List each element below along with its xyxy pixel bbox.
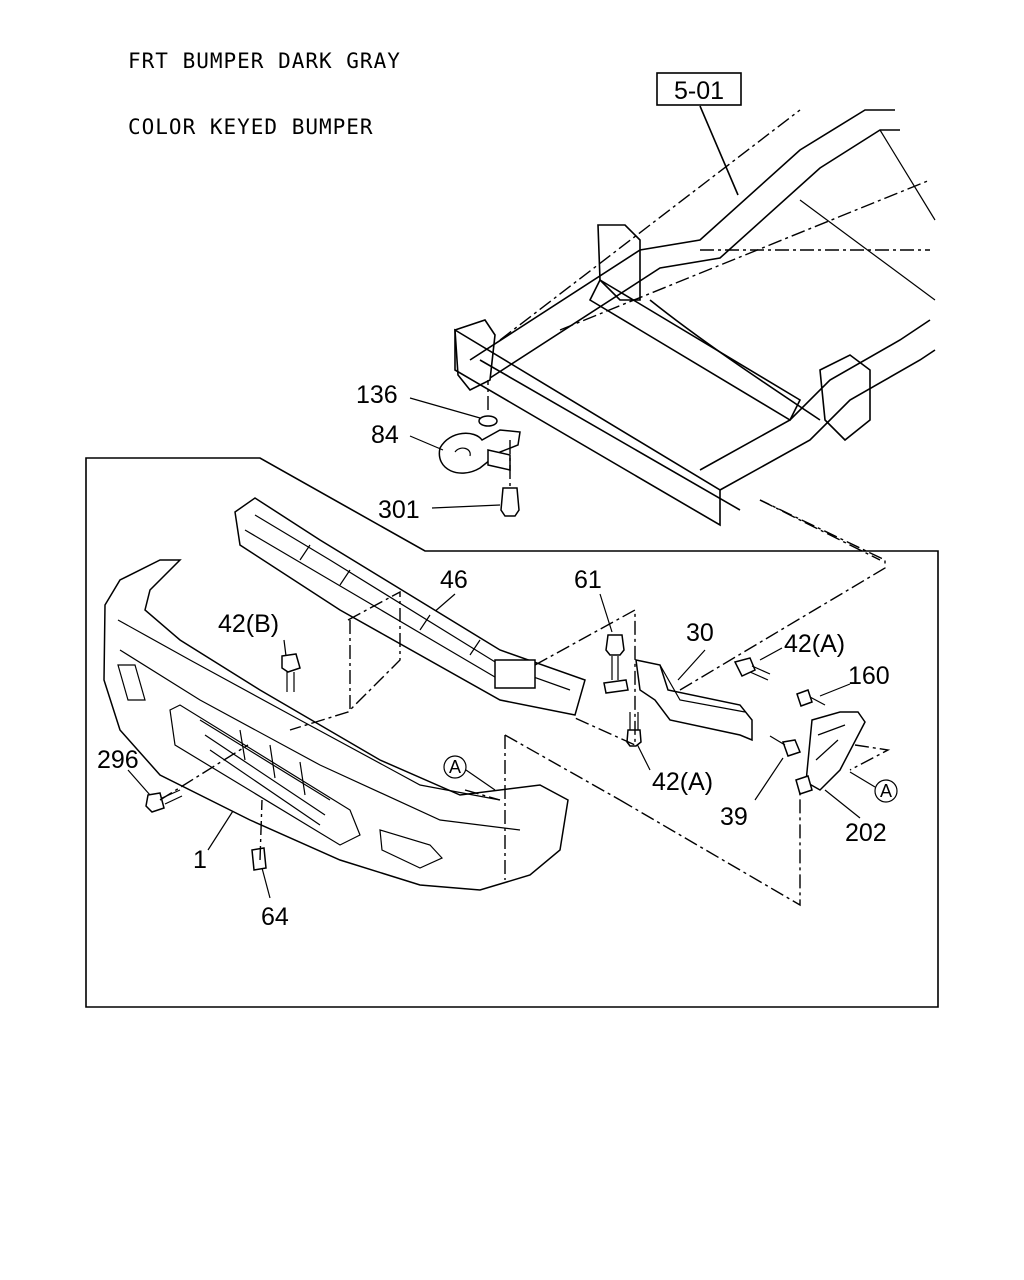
svg-text:A: A (880, 781, 892, 801)
reinforcement-bar-46 (234, 497, 586, 716)
hook-84 (438, 429, 521, 474)
callout-64: 64 (261, 903, 289, 931)
front-bumper-1 (103, 559, 569, 891)
bolt-42b (281, 653, 301, 673)
bolt-160 (796, 689, 813, 707)
marker-a-left (443, 755, 467, 779)
callout-202: 202 (845, 819, 887, 847)
callout-61: 61 (574, 566, 602, 594)
svg-text:A: A (449, 757, 461, 777)
ref-box-label: 5-01 (674, 77, 724, 105)
tow-hook-assembly (438, 380, 521, 517)
title-line-2: COLOR KEYED BUMPER (128, 115, 374, 139)
bolt-42a-upper (733, 657, 756, 677)
detail-outline (85, 457, 939, 1008)
callout-42a-top: 42(A) (784, 630, 845, 658)
callout-84: 84 (371, 421, 399, 449)
ref-box (656, 72, 742, 106)
frame-chassis: 5-01 (454, 72, 936, 561)
reference-markers: A A (443, 755, 898, 803)
callout-301: 301 (378, 496, 420, 524)
bolt-301 (500, 487, 520, 517)
callout-labels: 136 84 301 46 61 30 42(A) 160 42(B) 296 … (97, 381, 890, 931)
side-bracket-202 (795, 711, 866, 795)
leader-lines (127, 397, 861, 899)
bolt-42a-lower (626, 729, 642, 747)
washer-136 (478, 415, 498, 427)
bracket-30 (603, 634, 826, 757)
diagram-title: FRT BUMPER DARK GRAY COLOR KEYED BUMPER (128, 6, 401, 160)
callout-42a-bottom: 42(A) (652, 768, 713, 796)
title-line-1: FRT BUMPER DARK GRAY (128, 49, 401, 73)
callout-46: 46 (440, 566, 468, 594)
callout-39: 39 (720, 803, 748, 831)
clip-64 (251, 847, 267, 871)
callout-42b: 42(B) (218, 610, 279, 638)
callout-30: 30 (686, 619, 714, 647)
callout-160: 160 (848, 662, 890, 690)
alignment-lines (159, 499, 891, 907)
bolt-296 (145, 792, 165, 813)
bolt-39 (781, 739, 802, 757)
callout-1: 1 (193, 846, 207, 874)
bolt-61 (605, 634, 625, 656)
callout-136: 136 (356, 381, 398, 409)
marker-a-right (874, 779, 898, 803)
callout-296: 296 (97, 746, 139, 774)
